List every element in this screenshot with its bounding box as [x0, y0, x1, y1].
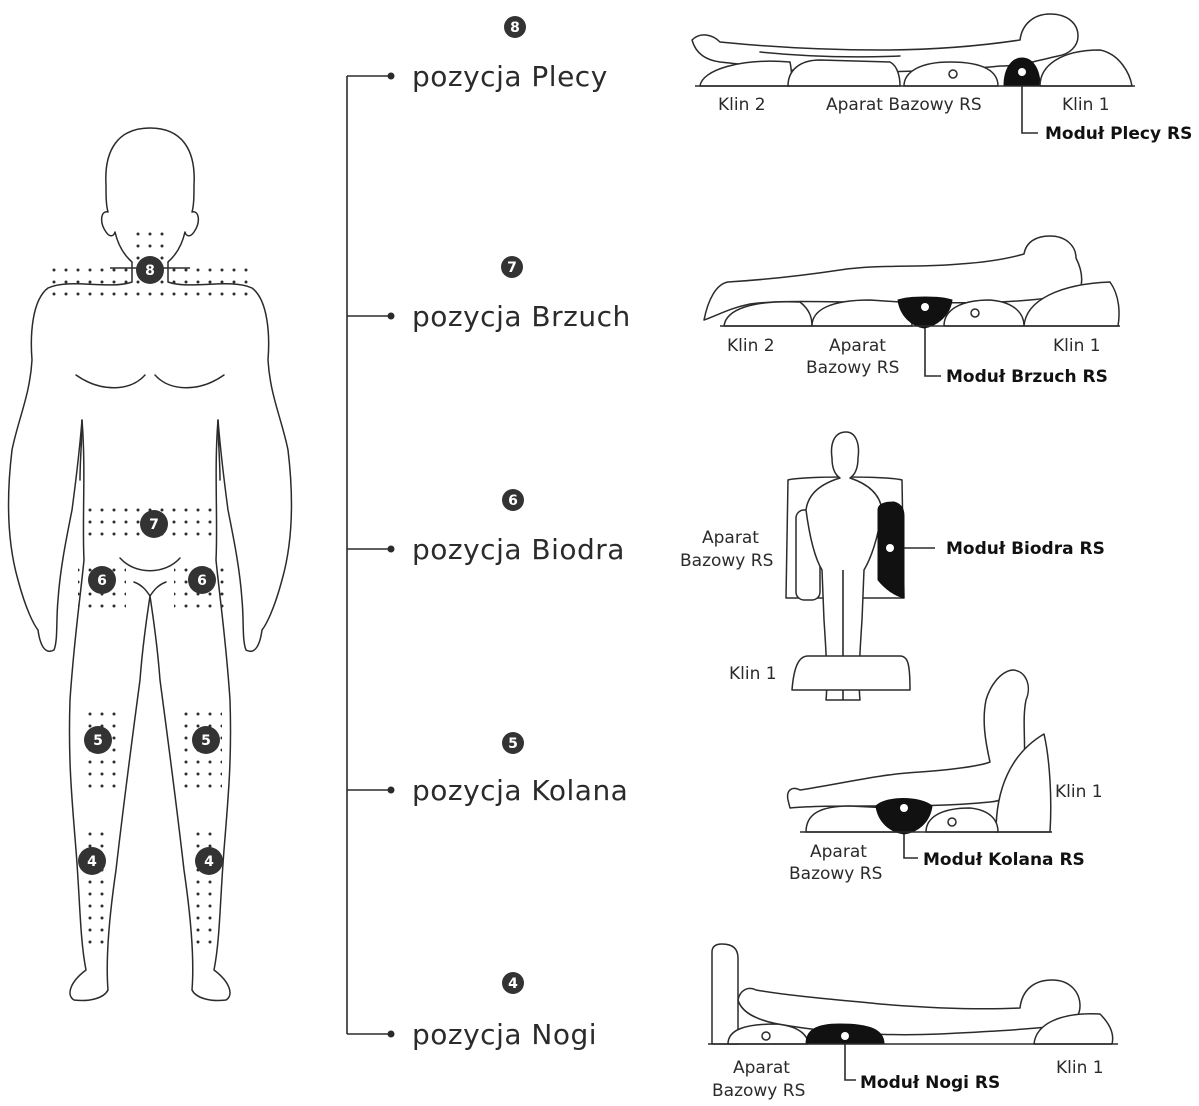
svg-text:4: 4 — [204, 854, 214, 870]
module-marker — [1018, 68, 1026, 76]
position-nogi: 4 pozycja Nogi — [412, 972, 597, 1051]
label-base-line-2: Bazowy RS — [680, 551, 773, 571]
zone-badge-knee-right: 5 — [192, 726, 220, 754]
position-number: 8 — [510, 20, 520, 36]
module-marker — [900, 804, 908, 812]
label-wedge-1: Klin 1 — [1053, 336, 1101, 356]
module-marker — [886, 544, 894, 552]
zone-badge-leg-right: 4 — [195, 847, 223, 875]
label-base-line-1: Aparat — [829, 336, 886, 356]
position-number: 5 — [508, 736, 518, 752]
position-label: pozycja Biodra — [412, 533, 625, 566]
label-base-line-2: Bazowy RS — [712, 1081, 805, 1101]
svg-text:7: 7 — [149, 517, 159, 533]
base-marker — [762, 1032, 770, 1040]
wedge-1 — [792, 656, 910, 690]
base-apparatus — [788, 60, 900, 86]
module-leader-line — [845, 1044, 856, 1080]
label-wedge-1: Klin 1 — [1056, 1058, 1104, 1078]
position-number: 6 — [508, 493, 518, 509]
base-marker — [949, 70, 957, 78]
label-module: Moduł Plecy RS — [1045, 124, 1192, 144]
position-label: pozycja Plecy — [412, 60, 608, 93]
base-marker — [948, 818, 956, 826]
module-leader-line — [925, 328, 941, 376]
bracket-dot-kolana — [388, 787, 395, 794]
backrest — [712, 944, 738, 1044]
bracket — [347, 73, 395, 1038]
svg-text:6: 6 — [197, 573, 207, 589]
position-brzuch: 7 pozycja Brzuch — [412, 256, 631, 333]
label-wedge-1: Klin 1 — [729, 664, 777, 684]
zone-badge-knee-left: 5 — [84, 726, 112, 754]
label-base-line-1: Aparat — [702, 528, 759, 548]
svg-text:4: 4 — [87, 854, 97, 870]
bracket-dot-plecy — [388, 73, 395, 80]
illustration-brzuch: Klin 2 Aparat Bazowy RS Klin 1 Moduł Brz… — [704, 236, 1120, 387]
illustration-kolana: Aparat Bazowy RS Klin 1 Moduł Kolana RS — [788, 670, 1103, 884]
position-biodra: 6 pozycja Biodra — [412, 489, 625, 566]
position-number: 4 — [508, 976, 518, 992]
position-plecy: 8 pozycja Plecy — [412, 16, 608, 93]
label-wedge-1: Klin 1 — [1055, 782, 1103, 802]
module-leader-line — [1022, 86, 1038, 133]
bracket-dot-brzuch — [388, 313, 395, 320]
zone-badge-hip-right: 6 — [188, 566, 216, 594]
label-module: Moduł Brzuch RS — [946, 367, 1108, 387]
module-leader-line — [904, 834, 918, 858]
base-apparatus — [812, 300, 912, 326]
illustration-plecy: Klin 2 Aparat Bazowy RS Klin 1 Moduł Ple… — [692, 14, 1192, 144]
label-wedge-2: Klin 2 — [718, 95, 766, 115]
zone-knee-left-dots — [80, 712, 124, 796]
position-label: pozycja Brzuch — [412, 300, 631, 333]
svg-text:5: 5 — [93, 733, 103, 749]
label-module: Moduł Kolana RS — [923, 850, 1085, 870]
base-apparatus-2 — [926, 808, 998, 832]
label-base-line-1: Aparat — [733, 1058, 790, 1078]
module-marker — [841, 1032, 849, 1040]
label-base-line-2: Bazowy RS — [789, 864, 882, 884]
module-marker — [921, 303, 929, 311]
svg-text:5: 5 — [201, 733, 211, 749]
label-module: Moduł Nogi RS — [860, 1073, 1000, 1093]
bracket-dot-biodra — [388, 546, 395, 553]
svg-text:6: 6 — [97, 573, 107, 589]
illustration-nogi: Aparat Bazowy RS Klin 1 Moduł Nogi RS — [708, 944, 1118, 1101]
zone-badge-leg-left: 4 — [78, 847, 106, 875]
label-base-line-1: Aparat — [810, 842, 867, 862]
position-number: 7 — [507, 260, 517, 276]
label-wedge-1: Klin 1 — [1062, 95, 1110, 115]
position-label: pozycja Kolana — [412, 774, 628, 807]
zone-badge-hip-left: 6 — [88, 566, 116, 594]
illustration-biodra: Aparat Bazowy RS Klin 1 Moduł Biodra RS — [680, 432, 1105, 700]
human-figure: 8 7 6 6 5 5 4 4 — [9, 128, 292, 1001]
position-label: pozycja Nogi — [412, 1018, 597, 1051]
label-base-line-2: Bazowy RS — [806, 358, 899, 378]
zone-knee-right-dots — [178, 712, 222, 796]
zone-badge-back: 8 — [136, 256, 164, 284]
wedge-2 — [700, 61, 792, 86]
label-wedge-2: Klin 2 — [727, 336, 775, 356]
svg-text:8: 8 — [145, 263, 155, 279]
zone-badge-abdomen: 7 — [140, 510, 168, 538]
bracket-dot-nogi — [388, 1031, 395, 1038]
base-marker — [971, 309, 979, 317]
label-module: Moduł Biodra RS — [946, 539, 1105, 559]
position-kolana: 5 pozycja Kolana — [412, 732, 628, 807]
label-base: Aparat Bazowy RS — [826, 95, 982, 115]
base-apparatus-2 — [944, 300, 1024, 326]
